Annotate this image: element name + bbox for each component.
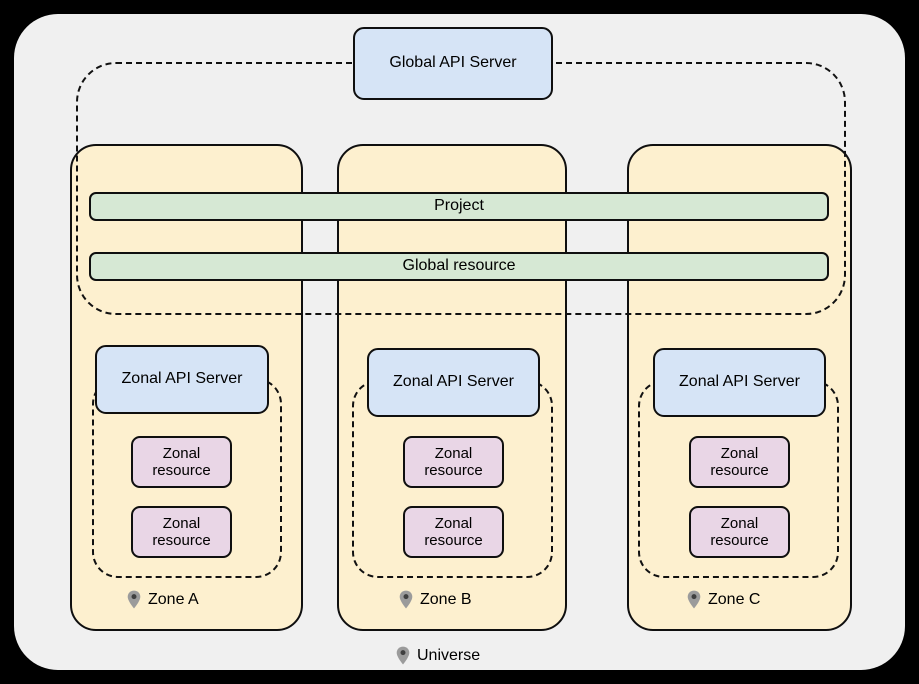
zonal-api-server-label-zone-c: Zonal API Server bbox=[679, 373, 800, 391]
zonal-resource-line1-zone-b-1: Zonal bbox=[434, 444, 473, 462]
map-pin-icon bbox=[396, 646, 410, 665]
shared-bar-global-resource[interactable]: Global resource bbox=[89, 252, 829, 281]
zonal-api-server-box-zone-c[interactable]: Zonal API Server bbox=[653, 348, 826, 417]
zone-label-zone-a: Zone A bbox=[127, 590, 199, 609]
zone-label-zone-c: Zone C bbox=[687, 590, 760, 609]
shared-bar-project[interactable]: Project bbox=[89, 192, 829, 221]
map-pin-icon bbox=[399, 590, 413, 609]
shared-bar-project-label: Project bbox=[434, 197, 484, 215]
global-api-server-label: Global API Server bbox=[389, 54, 517, 72]
universe-label: Universe bbox=[396, 646, 480, 665]
zonal-resource-line2-zone-a-2: resource bbox=[152, 532, 211, 549]
zonal-resource-box-zone-c-1[interactable]: Zonal resource bbox=[689, 436, 790, 488]
zonal-resource-box-zone-b-1[interactable]: Zonal resource bbox=[403, 436, 504, 488]
zonal-api-server-label-zone-a: Zonal API Server bbox=[121, 370, 243, 388]
zone-label-zone-b: Zone B bbox=[399, 590, 472, 609]
universe-name: Universe bbox=[417, 646, 481, 664]
zonal-resource-line1-zone-a-2: Zonal bbox=[162, 514, 201, 532]
global-api-server-box[interactable]: Global API Server bbox=[353, 27, 553, 100]
zonal-api-server-box-zone-b[interactable]: Zonal API Server bbox=[367, 348, 540, 417]
zonal-resource-box-zone-c-2[interactable]: Zonal resource bbox=[689, 506, 790, 558]
shared-bar-global-resource-label: Global resource bbox=[402, 257, 516, 275]
zonal-resource-line1-zone-c-1: Zonal bbox=[720, 444, 759, 462]
zonal-api-server-label-zone-b: Zonal API Server bbox=[393, 373, 514, 391]
zonal-resource-line2-zone-c-1: resource bbox=[710, 462, 769, 479]
zonal-resource-line1-zone-c-2: Zonal bbox=[720, 514, 759, 532]
map-pin-icon bbox=[687, 590, 701, 609]
zone-name-zone-c: Zone C bbox=[708, 590, 761, 608]
zonal-resource-box-zone-a-1[interactable]: Zonal resource bbox=[131, 436, 232, 488]
zonal-resource-line1-zone-a-1: Zonal bbox=[162, 444, 201, 462]
zonal-resource-line2-zone-b-1: resource bbox=[424, 462, 483, 479]
zone-name-zone-b: Zone B bbox=[420, 590, 472, 608]
zonal-resource-box-zone-a-2[interactable]: Zonal resource bbox=[131, 506, 232, 558]
zonal-api-server-box-zone-a[interactable]: Zonal API Server bbox=[95, 345, 269, 414]
zonal-resource-line1-zone-b-2: Zonal bbox=[434, 514, 473, 532]
zonal-resource-line2-zone-a-1: resource bbox=[152, 462, 211, 479]
zonal-resource-line2-zone-b-2: resource bbox=[424, 532, 483, 549]
zonal-resource-line2-zone-c-2: resource bbox=[710, 532, 769, 549]
zone-name-zone-a: Zone A bbox=[148, 590, 199, 608]
zonal-resource-box-zone-b-2[interactable]: Zonal resource bbox=[403, 506, 504, 558]
map-pin-icon bbox=[127, 590, 141, 609]
